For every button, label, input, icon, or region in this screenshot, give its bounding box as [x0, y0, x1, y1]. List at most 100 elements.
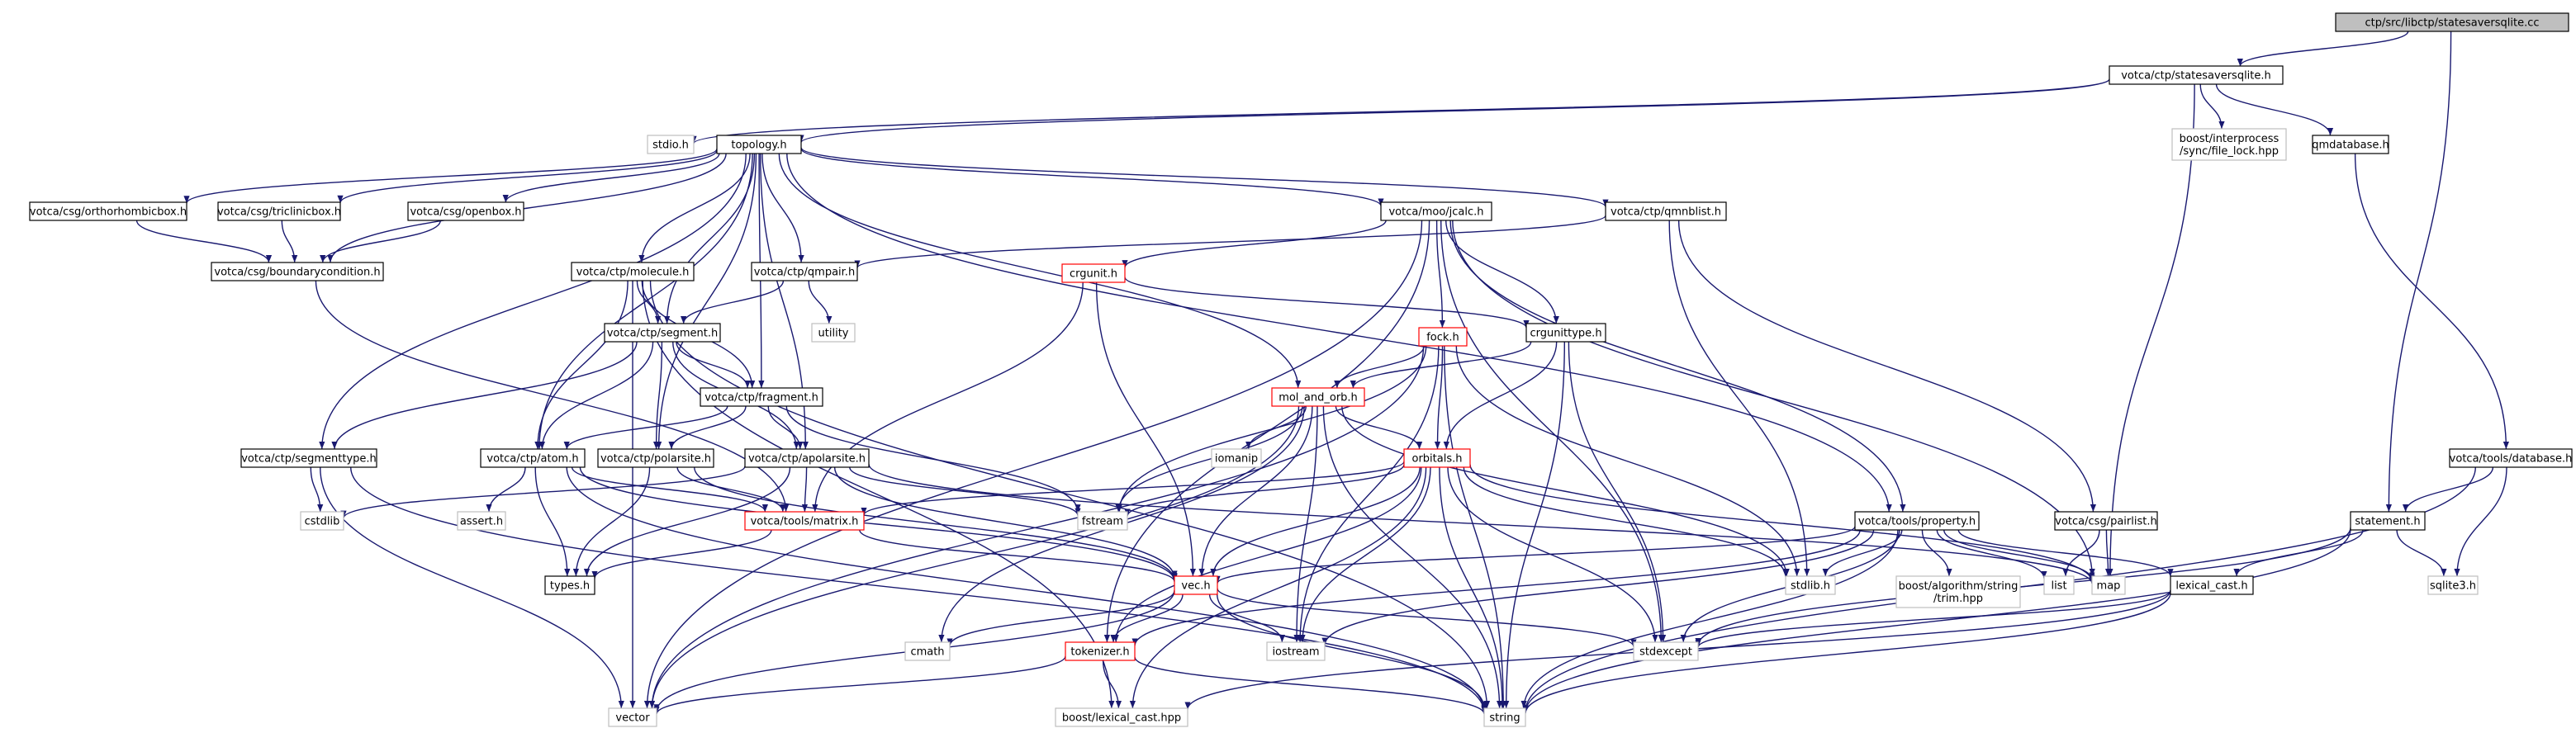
node-qmdatabase[interactable]: qmdatabase.h [2312, 135, 2389, 154]
node-database[interactable]: votca/tools/database.h [2449, 448, 2573, 468]
edge-boundarycondition-to-matrix [315, 280, 790, 513]
edge-apolarsite-to-types [583, 466, 791, 577]
edge-polarsite-to-matrix [676, 466, 786, 513]
node-box [1271, 387, 1365, 407]
node-statesaversqlite-h[interactable]: votca/ctp/statesaversqlite.h [2109, 65, 2284, 85]
edge-statement-to-stdexcept [1695, 527, 2351, 646]
node-trim: boost/algorithm/string/trim.hpp [1895, 575, 2021, 608]
edge-topology-to-qmpair [761, 153, 804, 263]
edge-orbitals-to-iostream [1299, 466, 1431, 643]
node-label: votca/csg/orthorhombicbox.h [30, 206, 187, 219]
node-filelock: boost/interprocess/sync/file_lock.hpp [2171, 128, 2287, 161]
node-openbox[interactable]: votca/csg/openbox.h [407, 201, 524, 221]
node-segment[interactable]: votca/ctp/segment.h [604, 323, 721, 343]
edge-topology-to-segment [664, 153, 756, 324]
node-utility: utility [811, 323, 856, 343]
node-list: list [2043, 575, 2075, 595]
edge-segmenttype-to-cstdlib [310, 466, 324, 513]
node-atom[interactable]: votca/ctp/atom.h [480, 448, 586, 468]
node-lexical-cast-h[interactable]: lexical_cast.h [2170, 575, 2254, 595]
node-fock[interactable]: fock.h [1418, 327, 1468, 347]
node-label: votca/ctp/apolarsite.h [748, 453, 866, 466]
node-triclinicbox[interactable]: votca/csg/triclinicbox.h [217, 201, 341, 221]
edge-qmpair-to-utility [808, 280, 833, 324]
edge-statesaversqlite_h-to-qmdatabase [2215, 83, 2334, 136]
node-label: iomanip [1215, 453, 1258, 466]
node-types[interactable]: types.h [544, 575, 595, 595]
node-label: fock.h [1426, 332, 1459, 344]
node-tokenizer[interactable]: tokenizer.h [1065, 641, 1136, 661]
edge-molecule-to-string [649, 280, 1491, 709]
edge-orbitals-to-string [1439, 466, 1506, 709]
node-label: vec.h [1181, 580, 1210, 593]
edge-fock-to-stdlib [1455, 345, 1800, 577]
edge-polarsite-to-types [572, 466, 651, 577]
node-label: map [2097, 580, 2121, 593]
edge-jcalc-to-stdexcept [1440, 220, 1664, 643]
node-box [1525, 323, 1606, 343]
node-boost-lexical-cast: boost/lexical_cast.hpp [1055, 707, 1188, 727]
node-orbitals[interactable]: orbitals.h [1403, 448, 1471, 468]
node-statement[interactable]: statement.h [2350, 511, 2426, 531]
node-label: tokenizer.h [1070, 646, 1129, 659]
node-fragment[interactable]: votca/ctp/fragment.h [700, 387, 823, 407]
edge-jcalc-to-fock [1435, 220, 1445, 329]
node-label: votca/csg/pairlist.h [2055, 516, 2156, 528]
node-label: votca/csg/boundarycondition.h [214, 267, 380, 279]
edge-property-to-iostream [1321, 529, 1875, 646]
edge-statement-to-string [1522, 528, 2351, 713]
node-orthorhombicbox[interactable]: votca/csg/orthorhombicbox.h [29, 201, 187, 221]
node-boundarycondition[interactable]: votca/csg/boundarycondition.h [211, 262, 384, 281]
node-box [457, 511, 506, 531]
edge-matrix-to-types [591, 529, 772, 579]
node-mol-and-orb[interactable]: mol_and_orb.h [1271, 387, 1365, 407]
edge-root-to-statement [2385, 31, 2452, 513]
edge-orbitals-to-tokenizer [1112, 466, 1422, 643]
node-vec[interactable]: vec.h [1174, 575, 1218, 595]
edge-fock-to-vector [648, 345, 1425, 709]
node-box [1055, 707, 1188, 727]
edge-apolarsite-to-matrix [801, 466, 809, 513]
nodes-layer: ctp/src/libctp/statesaversqlite.cc votca/… [29, 12, 2573, 727]
node-qmpair[interactable]: votca/ctp/qmpair.h [751, 262, 858, 281]
edge-topology-to-boundarycondition [327, 153, 727, 263]
node-label: stdexcept [1639, 646, 1692, 659]
node-label: votca/ctp/qmnblist.h [1611, 206, 1721, 219]
node-box [2043, 575, 2075, 595]
edge-polarsite-to-vec [694, 466, 1178, 580]
node-segmenttype[interactable]: votca/ctp/segmenttype.h [240, 448, 377, 468]
edge-property-to-trim [1921, 529, 1952, 577]
node-box [597, 448, 714, 468]
node-property[interactable]: votca/tools/property.h [1854, 511, 1980, 531]
edge-database-to-statement [2403, 466, 2494, 513]
node-qmnblist[interactable]: votca/ctp/qmnblist.h [1605, 201, 1727, 221]
node-box [480, 448, 586, 468]
edge-jcalc-to-map [1452, 220, 2095, 577]
edge-vec-to-string [1217, 593, 1487, 709]
node-molecule[interactable]: votca/ctp/molecule.h [571, 262, 695, 281]
node-topology[interactable]: topology.h [716, 135, 802, 154]
edge-topology-to-mol_and_orb [778, 153, 1302, 389]
node-box [211, 262, 384, 281]
node-pairlist[interactable]: votca/csg/pairlist.h [2054, 511, 2158, 531]
node-label: mol_and_orb.h [1279, 392, 1358, 404]
edge-qmnblist-to-stdlib [1668, 220, 1810, 577]
edge-mol_and_orb-to-fstream [1115, 405, 1303, 513]
node-box [608, 707, 657, 727]
node-stdexcept: stdexcept [1633, 641, 1699, 661]
node-crgunittype[interactable]: crgunittype.h [1525, 323, 1606, 343]
node-jcalc[interactable]: votca/moo/jcalc.h [1380, 201, 1492, 221]
node-label: votca/csg/openbox.h [410, 206, 521, 219]
node-box [2350, 511, 2426, 531]
edge-fock-to-string [1444, 345, 1506, 709]
node-crgunit[interactable]: crgunit.h [1061, 263, 1126, 283]
node-matrix[interactable]: votca/tools/matrix.h [744, 511, 865, 531]
edge-topology-to-triclinicbox [337, 149, 718, 203]
node-box [407, 201, 524, 221]
node-root[interactable]: ctp/src/libctp/statesaversqlite.cc [2335, 12, 2569, 32]
node-apolarsite[interactable]: votca/ctp/apolarsite.h [744, 448, 870, 468]
node-polarsite[interactable]: votca/ctp/polarsite.h [597, 448, 714, 468]
node-box [2312, 135, 2389, 154]
node-box [2449, 448, 2573, 468]
edge-orbitals-to-matrix [861, 461, 1405, 516]
